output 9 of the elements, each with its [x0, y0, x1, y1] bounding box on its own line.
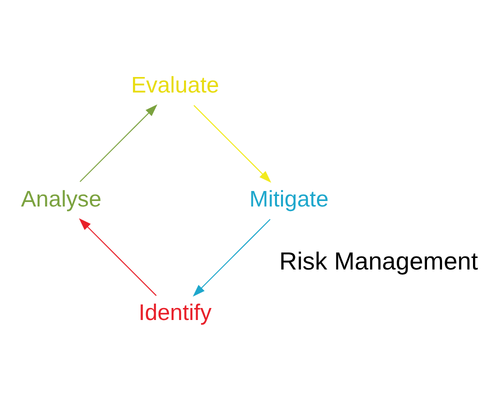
- arrow: [78, 218, 157, 296]
- node-text: Analyse: [20, 186, 102, 211]
- node-text: Mitigate: [249, 186, 329, 211]
- node-text: Evaluate: [131, 72, 220, 97]
- arrow: [194, 104, 272, 182]
- arrow: [80, 104, 158, 182]
- label: Risk Management: [279, 248, 478, 276]
- arrow: [192, 218, 271, 296]
- node-text: Identify: [138, 300, 212, 325]
